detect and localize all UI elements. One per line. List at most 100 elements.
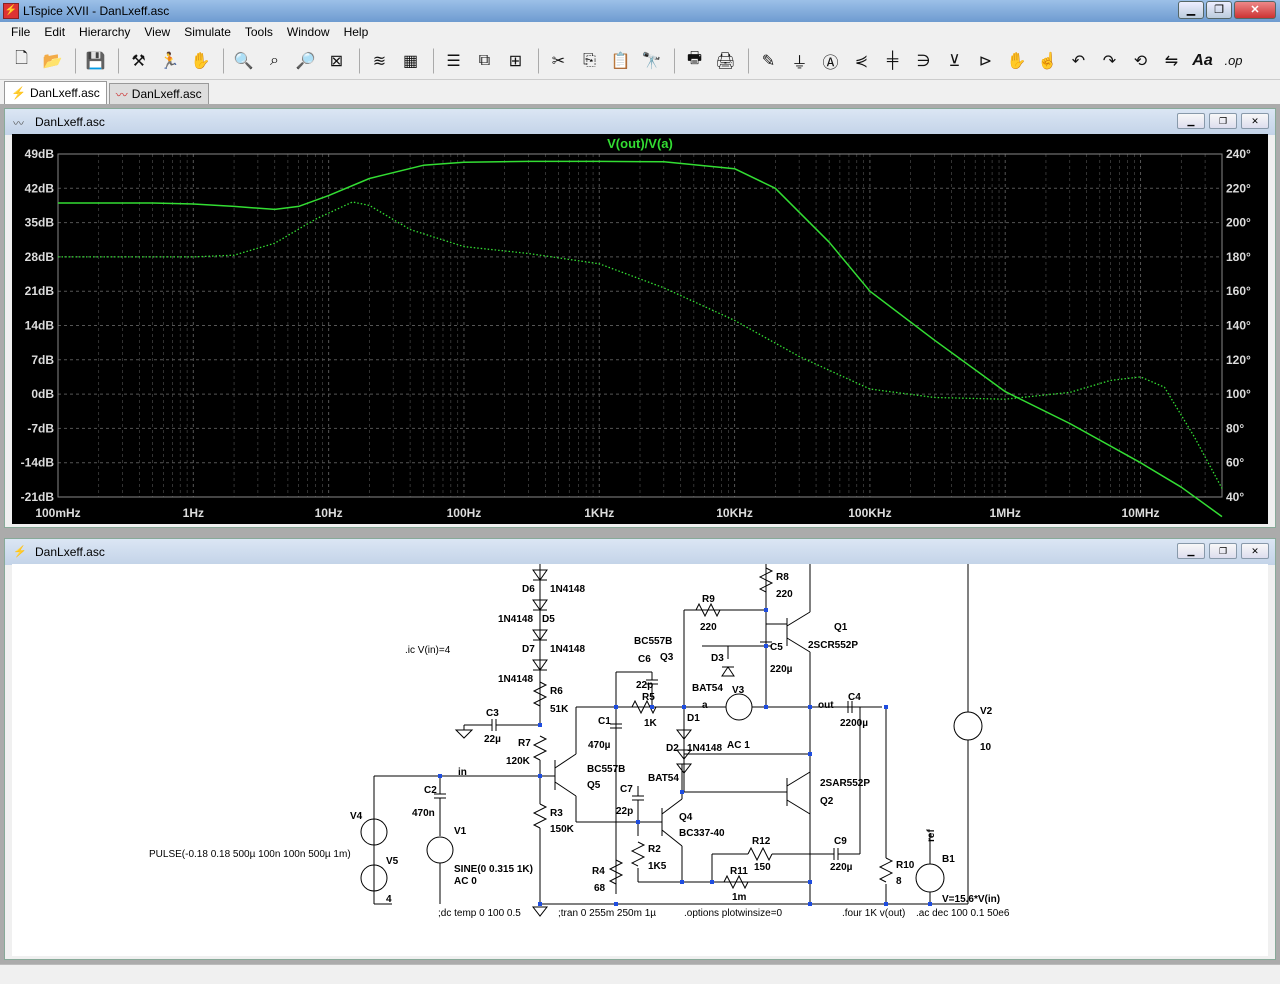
ground-icon[interactable]: ⏚ — [791, 54, 808, 72]
label-R11-value[interactable]: 1m — [732, 892, 747, 903]
net-label-a[interactable]: a — [702, 700, 708, 711]
label-V4-value[interactable]: PULSE(-0.18 0.18 500µ 100n 100n 500µ 1m) — [149, 849, 351, 860]
directive-ic[interactable]: .ic V(in)=4 — [405, 645, 451, 656]
label-C4-value[interactable]: 2200µ — [840, 718, 868, 729]
undo-icon[interactable]: ↶ — [1071, 52, 1086, 70]
label-Q3-model[interactable]: BC557B — [634, 636, 672, 647]
label-D3[interactable]: D3 — [711, 653, 724, 664]
label-V2[interactable]: V2 — [980, 706, 993, 717]
label-R9-value[interactable]: 220 — [700, 622, 717, 633]
minimize-button[interactable]: ▁ — [1177, 113, 1205, 129]
tab-schematic[interactable]: ⚡ DanLxeff.asc — [4, 81, 107, 104]
label-D6-model[interactable]: 1N4148 — [550, 584, 585, 595]
label-C2-value[interactable]: 470n — [412, 808, 435, 819]
label-R5[interactable]: R5 — [642, 692, 655, 703]
close-button[interactable]: ✕ — [1241, 113, 1269, 129]
label-D7-model[interactable]: 1N4148 — [550, 644, 585, 655]
label-B1-value[interactable]: V=15.6*V(in) — [942, 894, 1000, 905]
directive-options[interactable]: .options plotwinsize=0 — [684, 908, 783, 919]
inductor-icon[interactable]: ∋ — [916, 52, 931, 70]
label-C9[interactable]: C9 — [834, 836, 847, 847]
maximize-button[interactable]: ❐ — [1206, 1, 1232, 19]
zoom-out-icon[interactable]: 🔎 — [295, 52, 316, 70]
directive-dc[interactable]: ;dc temp 0 100 0.5 — [438, 908, 521, 919]
new-schematic-icon[interactable]: 🗋 — [15, 50, 28, 67]
paste-icon[interactable]: 📋 — [610, 52, 631, 70]
print-setup-icon[interactable]: 🖶 — [686, 50, 703, 67]
close-button[interactable]: ✕ — [1234, 1, 1276, 19]
label-D6[interactable]: D6 — [522, 584, 535, 595]
text-icon[interactable]: Aa — [1192, 51, 1213, 69]
print-icon[interactable]: 🖨 — [715, 52, 736, 70]
label-Q2-model[interactable]: 2SAR552P — [820, 778, 870, 789]
label-C7-value[interactable]: 22p — [616, 806, 633, 817]
open-icon[interactable]: 📂 — [42, 52, 63, 70]
label-Q3[interactable]: Q3 — [660, 652, 674, 663]
label-D4-model[interactable]: 1N4148 — [498, 674, 533, 685]
capacitor-icon[interactable]: ╪ — [886, 51, 899, 69]
label-R4[interactable]: R4 — [592, 866, 605, 877]
label-V1-ac[interactable]: AC 0 — [454, 876, 477, 887]
label-R2-value[interactable]: 1K5 — [648, 861, 667, 872]
restore-button[interactable]: ❐ — [1209, 113, 1237, 129]
label-D7[interactable]: D7 — [522, 644, 535, 655]
label-D5-model[interactable]: 1N4148 — [498, 614, 533, 625]
label-R6[interactable]: R6 — [550, 686, 563, 697]
menu-file[interactable]: File — [11, 25, 31, 39]
label-D3-model[interactable]: BAT54 — [692, 683, 723, 694]
label-bat54-2[interactable]: BAT54 — [648, 773, 679, 784]
cut-icon[interactable]: ✂ — [551, 52, 566, 70]
label-D1[interactable]: D1 — [687, 713, 700, 724]
label-R12-value[interactable]: 150 — [754, 862, 771, 873]
label-R12[interactable]: R12 — [752, 836, 771, 847]
label-Q4-model[interactable]: BC337-40 — [679, 828, 725, 839]
pan-icon[interactable]: ⌕ — [270, 51, 279, 69]
label-R7[interactable]: R7 — [518, 738, 531, 749]
copy-icon[interactable]: ⎘ — [583, 51, 596, 69]
label-V3-ac[interactable]: AC 1 — [727, 740, 750, 751]
menu-window[interactable]: Window — [286, 25, 330, 39]
menu-simulate[interactable]: Simulate — [184, 25, 231, 39]
minimize-button[interactable]: ▁ — [1178, 1, 1204, 19]
close-button[interactable]: ✕ — [1241, 543, 1269, 559]
label-V3[interactable]: V3 — [732, 685, 745, 696]
label-D2-model[interactable]: 1N4148 — [687, 743, 722, 754]
waveform-grid-icon[interactable]: ▦ — [402, 52, 419, 70]
menu-view[interactable]: View — [144, 25, 171, 39]
label-Q5[interactable]: Q5 — [587, 780, 601, 791]
redo-icon[interactable]: ↷ — [1102, 52, 1117, 70]
tile-horizontal-icon[interactable]: ☰ — [446, 52, 461, 70]
label-R2[interactable]: R2 — [648, 844, 661, 855]
label-C5-value[interactable]: 220µ — [770, 664, 793, 675]
label-R8-value[interactable]: 220 — [776, 589, 793, 600]
label-net-icon[interactable]: Ⓐ — [822, 54, 839, 72]
label-D2[interactable]: D2 — [666, 743, 679, 754]
label-C1[interactable]: C1 — [598, 716, 611, 727]
label-C2[interactable]: C2 — [424, 785, 437, 796]
label-V4[interactable]: V4 — [350, 811, 363, 822]
net-label-in[interactable]: in — [458, 767, 467, 778]
label-C9-value[interactable]: 220µ — [830, 862, 853, 873]
label-R8[interactable]: R8 — [776, 572, 789, 583]
component-icon[interactable]: ⊳ — [978, 52, 993, 70]
rotate-icon[interactable]: ⟲ — [1133, 52, 1148, 70]
menu-help[interactable]: Help — [343, 25, 369, 39]
control-panel-icon[interactable]: ⚒ — [131, 52, 146, 70]
menu-tools[interactable]: Tools — [244, 25, 273, 39]
label-B1[interactable]: B1 — [942, 854, 955, 865]
directive-four[interactable]: .four 1K v(out) — [842, 908, 905, 919]
move-icon[interactable]: ✋ — [1006, 52, 1027, 70]
spice-directive-icon[interactable]: .op — [1224, 53, 1243, 68]
label-V1[interactable]: V1 — [454, 826, 467, 837]
minimize-button[interactable]: ▁ — [1177, 543, 1205, 559]
directive-ac[interactable]: .ac dec 100 0.1 50e6 — [916, 908, 1010, 919]
label-R3[interactable]: R3 — [550, 808, 563, 819]
menu-hierarchy[interactable]: Hierarchy — [79, 25, 131, 39]
label-Q1[interactable]: Q1 — [834, 622, 848, 633]
save-icon[interactable]: 💾 — [85, 52, 106, 70]
menu-edit[interactable]: Edit — [44, 25, 66, 39]
resistor-icon[interactable]: ⋞ — [854, 52, 869, 70]
label-D5[interactable]: D5 — [542, 614, 555, 625]
label-R6-value[interactable]: 51K — [550, 704, 569, 715]
